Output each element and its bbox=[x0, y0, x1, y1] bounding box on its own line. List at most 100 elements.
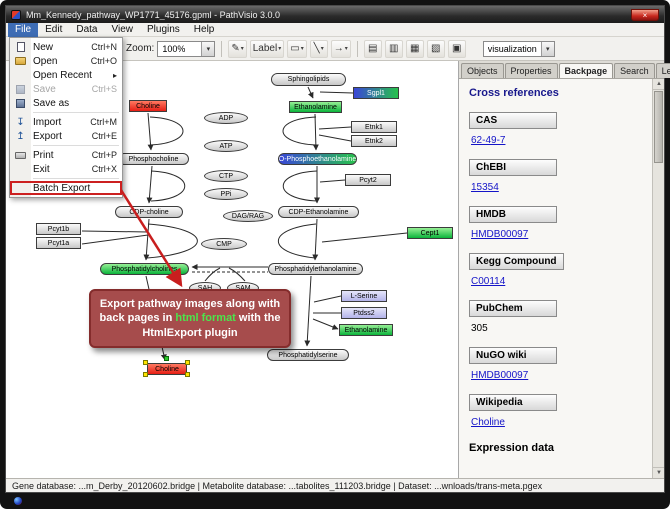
pathway-node-adp[interactable]: ADP bbox=[204, 112, 248, 124]
menu-item-open-recent[interactable]: Open Recent ▸ bbox=[10, 68, 122, 82]
pathway-node-phosphatidylethanolamine[interactable]: Phosphatidylethanolamine bbox=[268, 263, 363, 275]
xref-source-header[interactable]: CAS bbox=[469, 112, 557, 129]
file-menu-dropdown: New Ctrl+N Open Ctrl+O Open Recent ▸ Sav… bbox=[9, 37, 123, 198]
xref-link[interactable]: HMDB00097 bbox=[471, 229, 529, 240]
xref-link[interactable]: 15354 bbox=[471, 182, 499, 193]
status-bar: Gene database: ...m_Derby_20120602.bridg… bbox=[6, 478, 664, 492]
pathway-node-ctp[interactable]: CTP bbox=[204, 170, 248, 182]
pathway-node-l-serine[interactable]: L-Serine bbox=[341, 290, 387, 302]
xref-source-header[interactable]: PubChem bbox=[469, 300, 557, 317]
pathway-node-phosphatidylcholines[interactable]: Phosphatidylcholines bbox=[100, 263, 189, 275]
pathway-node-phosphocholine[interactable]: Phosphocholine bbox=[118, 153, 189, 165]
menu-item-new[interactable]: New Ctrl+N bbox=[10, 40, 122, 54]
line-tool-button[interactable]: ╲ ▾ bbox=[309, 39, 328, 58]
pathway-node-o-phosphoethanolamine[interactable]: O-Phosphoethanolamine bbox=[278, 153, 357, 165]
scroll-up-icon[interactable]: ▲ bbox=[653, 79, 664, 90]
menu-item-import[interactable]: ↧ Import Ctrl+M bbox=[10, 115, 122, 129]
xref-link[interactable]: 62-49-7 bbox=[471, 135, 506, 146]
title-bar[interactable]: Mm_Kennedy_pathway_WP1771_45176.gpml - P… bbox=[6, 6, 664, 23]
xref-source-header[interactable]: HMDB bbox=[469, 206, 557, 223]
pathway-canvas[interactable]: Sphingolipids Sgpl1 Choline Ethanolamine… bbox=[6, 61, 459, 478]
pathway-node-ptdss2[interactable]: Ptdss2 bbox=[341, 307, 387, 319]
rotation-handle[interactable] bbox=[164, 356, 169, 361]
menu-edit[interactable]: Edit bbox=[45, 23, 63, 35]
xref-source-header[interactable]: Wikipedia bbox=[469, 394, 557, 411]
menu-item-print[interactable]: Print Ctrl+P bbox=[10, 148, 122, 162]
pathway-node-choline-top[interactable]: Choline bbox=[129, 100, 167, 112]
xref-link[interactable]: C00114 bbox=[471, 276, 506, 287]
xref-link[interactable]: Choline bbox=[471, 417, 505, 428]
pathway-node-dag[interactable]: DAG/RAG bbox=[223, 210, 273, 222]
menu-item-export[interactable]: ↥ Export Ctrl+E bbox=[10, 129, 122, 143]
pathway-node-pcyt1b[interactable]: Pcyt1b bbox=[36, 223, 81, 235]
close-button[interactable]: × bbox=[631, 8, 659, 21]
distribute-vertical-button[interactable]: ▧ bbox=[426, 39, 445, 58]
menu-item-shortcut: Ctrl+N bbox=[91, 42, 117, 52]
zoom-combobox[interactable]: 100% ▾ bbox=[157, 40, 216, 57]
pathway-node-cdp-choline[interactable]: CDP-choline bbox=[115, 206, 183, 218]
selection-handle[interactable] bbox=[185, 372, 190, 377]
menu-view[interactable]: View bbox=[111, 23, 133, 35]
pathway-node-ppi[interactable]: PPi bbox=[204, 188, 248, 200]
align-vertical-button[interactable]: ▥ bbox=[384, 39, 403, 58]
menu-item-batch-export[interactable]: Batch Export bbox=[10, 181, 122, 195]
distribute-vertical-icon: ▧ bbox=[430, 43, 441, 54]
scroll-down-icon[interactable]: ▼ bbox=[653, 467, 664, 478]
tab-properties[interactable]: Properties bbox=[504, 63, 558, 78]
pathway-node-cdp-ethanolamine[interactable]: CDP-Ethanolamine bbox=[278, 206, 359, 218]
shape-icon: ▭ bbox=[290, 43, 300, 54]
pathway-node-pcyt2[interactable]: Pcyt2 bbox=[345, 174, 391, 186]
pathway-node-etnk2[interactable]: Etnk2 bbox=[351, 135, 397, 147]
menu-item-shortcut: Ctrl+X bbox=[91, 164, 117, 174]
chevron-down-icon: ▾ bbox=[201, 41, 215, 56]
pathway-node-pcyt1a[interactable]: Pcyt1a bbox=[36, 237, 81, 249]
menu-plugins[interactable]: Plugins bbox=[146, 23, 180, 35]
selection-handle[interactable] bbox=[185, 360, 190, 365]
zoom-label: Zoom: bbox=[126, 43, 155, 54]
distribute-horizontal-button[interactable]: ▦ bbox=[405, 39, 424, 58]
selection-handle[interactable] bbox=[143, 360, 148, 365]
label-tool-button[interactable]: Label ▾ bbox=[249, 39, 285, 58]
menu-help[interactable]: Help bbox=[193, 23, 215, 35]
menu-data[interactable]: Data bbox=[76, 23, 98, 35]
menu-item-save-as[interactable]: Save as bbox=[10, 96, 122, 110]
menu-item-save[interactable]: Save Ctrl+S bbox=[10, 82, 122, 96]
align-horizontal-button[interactable]: ▤ bbox=[363, 39, 382, 58]
pathway-node-sgpl1[interactable]: Sgpl1 bbox=[353, 87, 399, 99]
stack-button[interactable]: ▣ bbox=[447, 39, 466, 58]
xref-source-header[interactable]: ChEBI bbox=[469, 159, 557, 176]
pencil-icon: ✎ bbox=[231, 43, 240, 54]
pathway-node-etnk1[interactable]: Etnk1 bbox=[351, 121, 397, 133]
pathway-node-choline-bottom[interactable]: Choline bbox=[147, 363, 187, 375]
xref-source-header[interactable]: NuGO wiki bbox=[469, 347, 557, 364]
sidebar-scrollbar[interactable]: ▲ ▼ bbox=[652, 79, 664, 478]
pathway-node-atp[interactable]: ATP bbox=[204, 140, 248, 152]
chevron-down-icon: ▾ bbox=[344, 46, 348, 52]
menu-item-label: Import bbox=[33, 116, 62, 128]
window-title: Mm_Kennedy_pathway_WP1771_45176.gpml - P… bbox=[26, 9, 280, 20]
datanode-tool-button[interactable]: ✎ ▾ bbox=[228, 39, 247, 58]
xref-source-header[interactable]: Kegg Compound bbox=[469, 253, 564, 270]
pathway-node-sphingolipids[interactable]: Sphingolipids bbox=[271, 73, 346, 86]
visualization-combobox[interactable]: visualization ▾ bbox=[482, 40, 555, 57]
pathway-node-phosphatidylserine[interactable]: Phosphatidylserine bbox=[267, 349, 349, 361]
tab-backpage[interactable]: Backpage bbox=[558, 63, 614, 78]
pathway-node-cept1[interactable]: Cept1 bbox=[407, 227, 453, 239]
scrollbar-thumb[interactable] bbox=[654, 91, 663, 163]
menu-item-exit[interactable]: Exit Ctrl+X bbox=[10, 162, 122, 176]
tab-objects[interactable]: Objects bbox=[461, 63, 504, 78]
selection-handle[interactable] bbox=[143, 372, 148, 377]
pathway-node-ethanolamine-top[interactable]: Ethanolamine bbox=[289, 101, 342, 113]
menu-item-label: Exit bbox=[33, 163, 50, 175]
tab-legend[interactable]: Legend bbox=[655, 63, 670, 78]
shape-tool-button[interactable]: ▭ ▾ bbox=[287, 39, 307, 58]
pathway-node-ethanolamine-low[interactable]: Ethanolamine bbox=[339, 324, 393, 336]
pathway-node-cmp[interactable]: CMP bbox=[201, 238, 247, 250]
menu-item-open[interactable]: Open Ctrl+O bbox=[10, 54, 122, 68]
align-horizontal-icon: ▤ bbox=[367, 43, 378, 54]
xref-link[interactable]: HMDB00097 bbox=[471, 370, 529, 381]
menu-file[interactable]: File bbox=[8, 22, 39, 37]
tab-search[interactable]: Search bbox=[614, 63, 655, 78]
connector-tool-button[interactable]: → ▾ bbox=[330, 39, 351, 58]
